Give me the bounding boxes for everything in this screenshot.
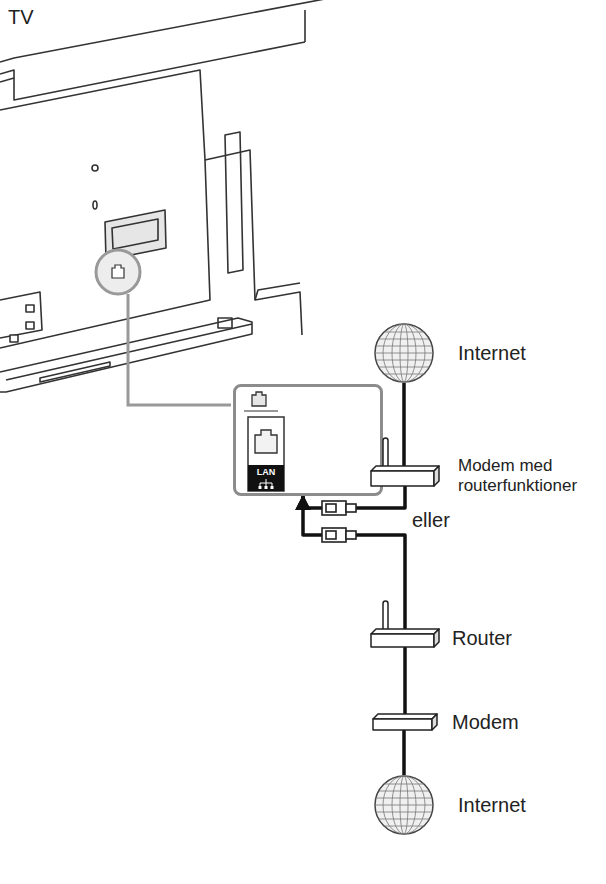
tv-top-edge (0, 0, 330, 62)
device-front (371, 634, 434, 647)
device-icon (373, 714, 437, 730)
tv-terminal-bay-inner (112, 219, 158, 249)
tv-back-shell (14, 42, 305, 100)
leader-line (128, 294, 231, 405)
antenna (383, 438, 388, 469)
device-name: Router (452, 627, 512, 650)
globe-icon (374, 775, 434, 835)
device-icon (371, 466, 439, 486)
lan-port-box: LAN (233, 384, 383, 496)
device-label: TV (8, 6, 34, 28)
device-name: Modem med routerfunktioner (458, 456, 598, 495)
device-name: Internet (458, 342, 526, 365)
zoom-circle (96, 250, 140, 294)
tv-side-port (26, 322, 34, 329)
tv-panel-inner (225, 132, 243, 273)
tv-screw (92, 165, 98, 171)
cable (403, 647, 407, 714)
tv-side-port (10, 335, 18, 342)
tv-right-edge (304, 10, 306, 42)
port-label: LAN (248, 465, 284, 477)
tv-side-port (26, 305, 34, 312)
tv-bezel-edge (0, 70, 14, 82)
internet-globe: Internet (374, 323, 434, 383)
tv-cable-channel (255, 283, 300, 300)
lan-plug (322, 501, 356, 515)
modem: Modem (373, 714, 437, 730)
globe-symbol (375, 324, 433, 382)
lan-socket (255, 430, 277, 453)
device-icon (371, 629, 439, 647)
tv-stand-slot (40, 362, 110, 382)
network-symbol (258, 479, 274, 489)
port-symbol (252, 392, 266, 406)
tv-stand-foot (218, 318, 232, 328)
tv-back-panel (0, 70, 210, 348)
device-front (373, 719, 432, 730)
alternative-label: eller (412, 509, 450, 531)
router: Router (371, 629, 439, 647)
tv-side-terminals (0, 292, 42, 338)
device-name: Modem (452, 711, 519, 734)
lan-plug (322, 528, 356, 542)
divider (244, 410, 278, 411)
lan-label-band: LAN (248, 465, 284, 491)
globe-symbol (375, 776, 433, 834)
device-side (432, 714, 437, 730)
device-side (434, 629, 439, 647)
device-name: Internet (458, 794, 526, 817)
globe-icon (374, 323, 434, 383)
port-panel (248, 417, 284, 491)
lan-port-small (112, 265, 124, 278)
internet-globe: Internet (374, 775, 434, 835)
antenna (383, 601, 388, 632)
cable (402, 730, 406, 775)
device-side (434, 466, 439, 486)
tv-screw (93, 201, 97, 209)
tv-stand-plate (0, 318, 252, 392)
tv-raised-panel (205, 150, 302, 335)
cable (303, 496, 405, 629)
modem-router: Modem med routerfunktioner (371, 466, 439, 486)
cable (402, 383, 406, 466)
device-front (371, 471, 434, 486)
